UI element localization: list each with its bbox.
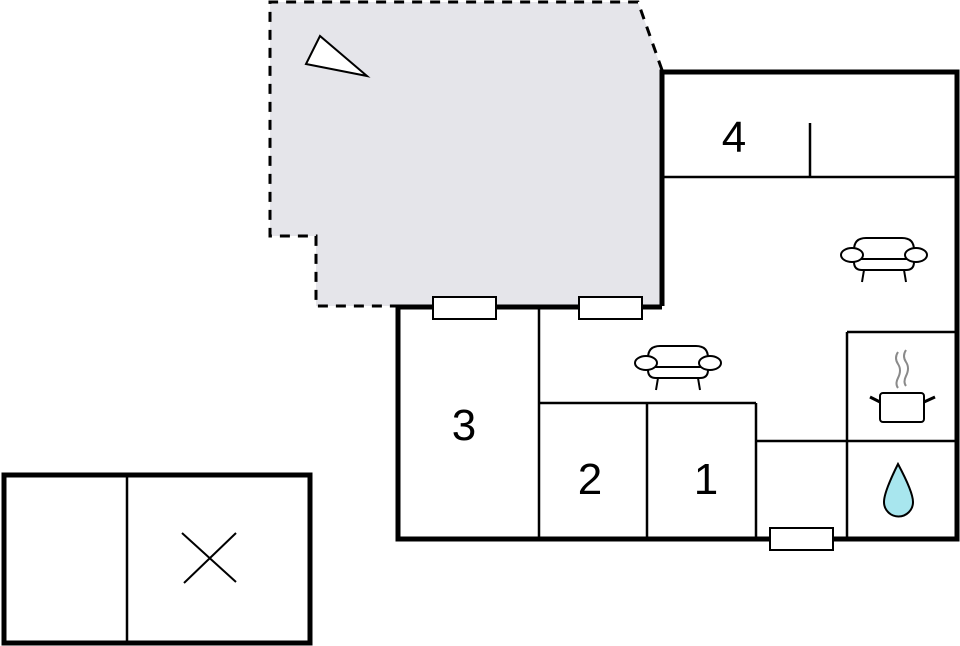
terrace-area — [268, 0, 664, 308]
window — [769, 527, 834, 551]
cross-mark-icon — [181, 532, 237, 584]
window — [432, 296, 497, 320]
water-drop-icon — [882, 461, 915, 518]
compass-north-arrow-icon — [304, 34, 371, 78]
armchair-icon — [634, 345, 722, 391]
room-3-label: 3 — [451, 401, 477, 450]
room-4-label: 4 — [721, 113, 747, 162]
windows — [432, 296, 834, 551]
window — [578, 296, 643, 320]
room-1-label: 1 — [693, 455, 719, 504]
main-house-walls — [395, 69, 960, 542]
room-2-label: 2 — [577, 455, 603, 504]
armchair-icon — [840, 237, 928, 283]
interior-walls — [537, 123, 957, 539]
cooking-pot-icon — [869, 349, 936, 423]
annex-building — [1, 472, 313, 646]
